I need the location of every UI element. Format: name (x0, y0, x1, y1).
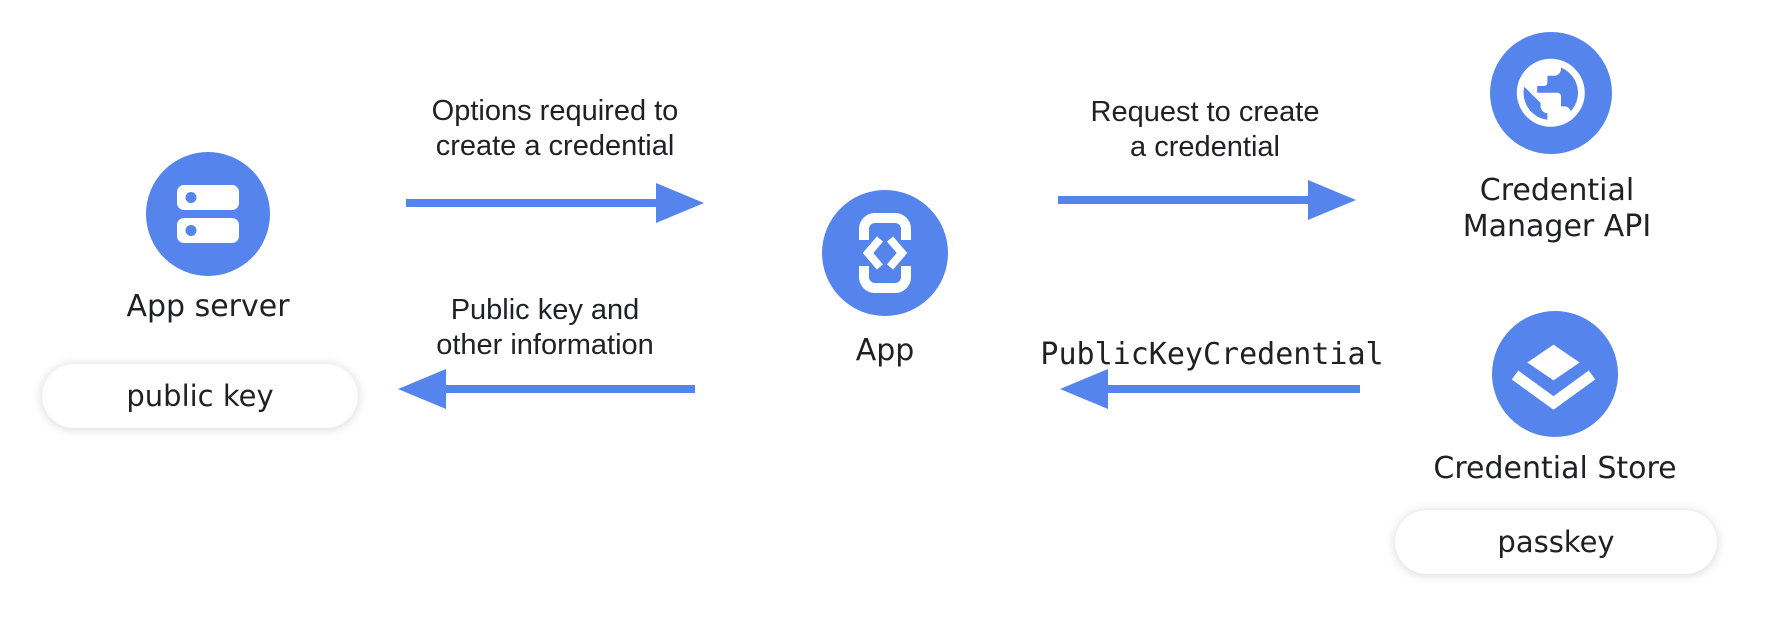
arrow-public-key-credential-shaft (1106, 385, 1360, 393)
globe-icon (1516, 58, 1585, 127)
arrow-label-public-key-info: Public key and other information (436, 294, 654, 361)
passkey-pill-label: passkey (1497, 525, 1615, 559)
credential-store-node (1492, 311, 1618, 437)
server-icon (177, 185, 239, 243)
arrow-label-options: Options required to create a credential (431, 95, 679, 162)
arrow-public-key-credential-head (1060, 369, 1108, 409)
app-label: App (855, 333, 915, 368)
public-key-pill-label: public key (126, 379, 274, 413)
credential-manager-api-node (1490, 32, 1612, 154)
arrow-public-key-info-shaft (444, 385, 695, 393)
passkey-pill: passkey (1395, 510, 1717, 574)
public-key-pill: public key (42, 364, 358, 428)
credential-store-label: Credential Store (1433, 451, 1677, 486)
arrow-options-shaft (406, 199, 658, 207)
arrow-public-key-info-head (398, 369, 446, 409)
arrow-request-shaft (1058, 196, 1310, 204)
phone-code-icon (850, 213, 920, 293)
app-server-node (146, 152, 270, 276)
layers-icon (1511, 337, 1596, 410)
arrow-options-head (656, 183, 704, 223)
app-server-label: App server (126, 289, 290, 324)
arrow-request-head (1308, 180, 1356, 220)
arrow-label-request: Request to create a credential (1090, 96, 1320, 163)
credential-manager-api-label: Credential Manager API (1462, 173, 1652, 244)
arrow-label-public-key-credential: PublicKeyCredential (1040, 337, 1384, 372)
app-node (822, 190, 948, 316)
